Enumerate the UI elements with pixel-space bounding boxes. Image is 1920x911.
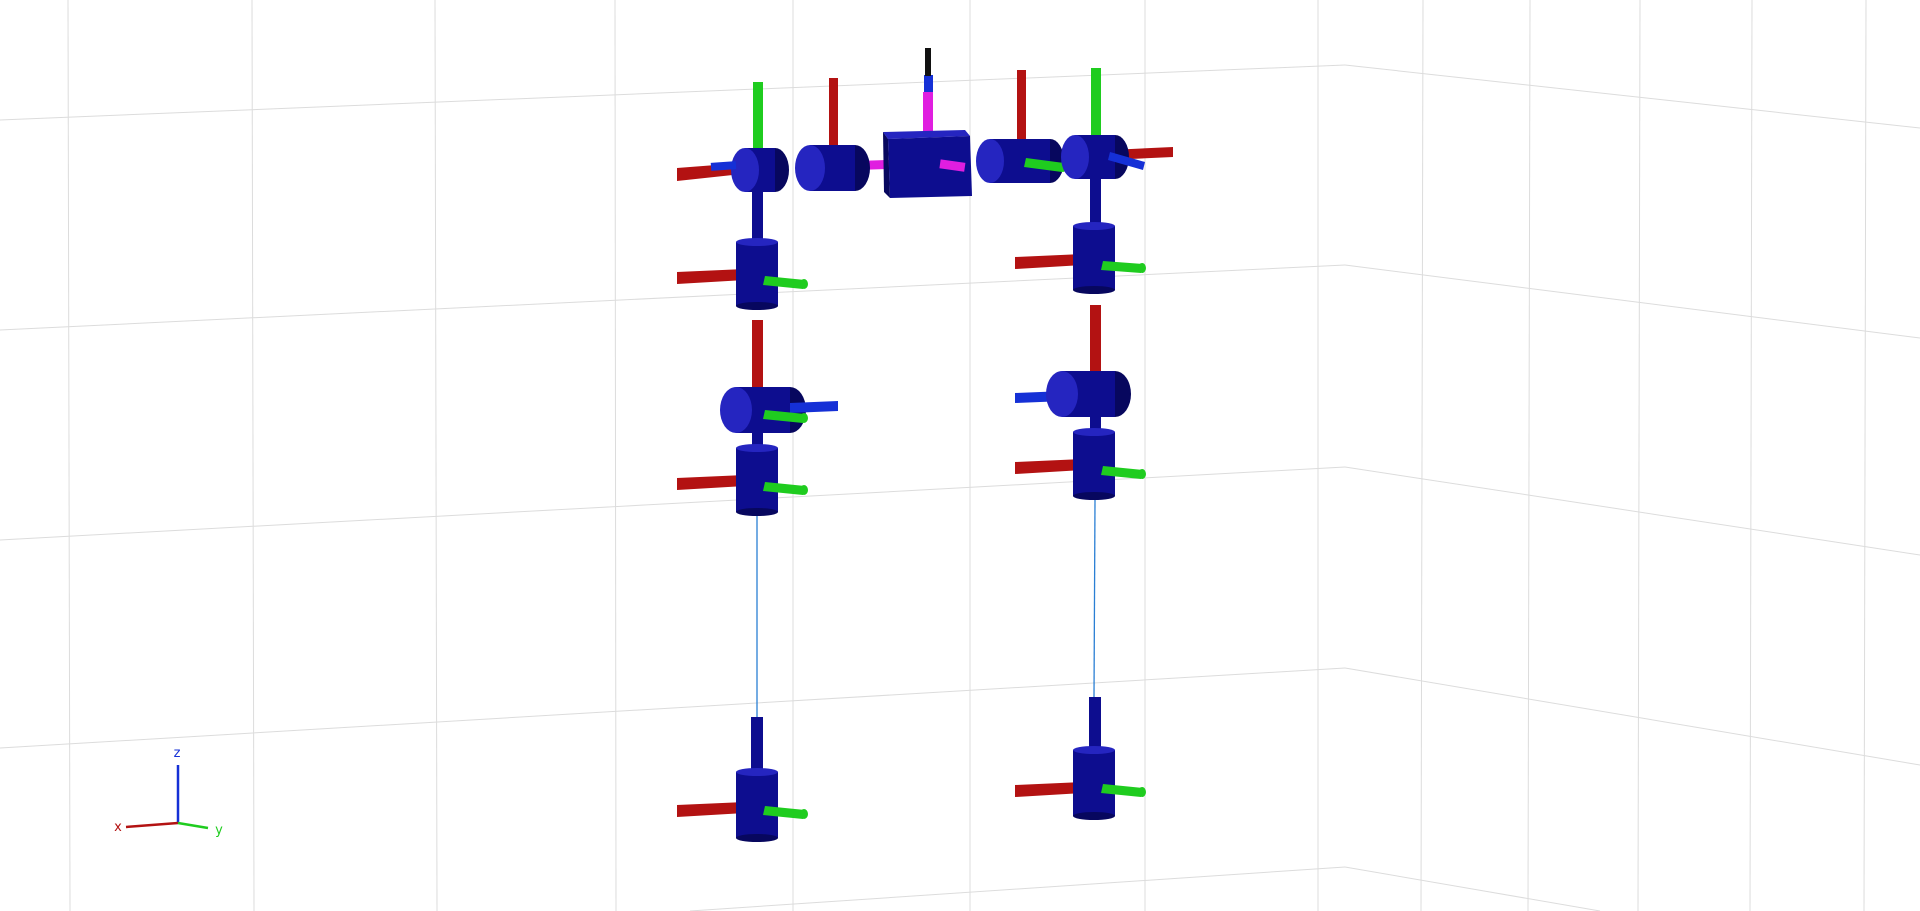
right-knee-x-axis [1015, 254, 1083, 269]
left-hip-y-axis [753, 82, 763, 160]
grid-line [614, 0, 617, 911]
right-knee-y-axis [1101, 261, 1143, 273]
grid-line [1749, 0, 1753, 911]
grid-line [0, 64, 1346, 121]
torso-sensor-tip [925, 48, 931, 76]
grid-line [1344, 64, 1920, 129]
grid-line [251, 0, 255, 911]
right-shoulder-x-axis [1017, 70, 1026, 148]
grid-line [1637, 0, 1641, 911]
right-shin-y-axis-tip [1138, 469, 1146, 479]
right-shoulder-joint[interactable] [976, 139, 1064, 183]
indicator-y-label: y [215, 823, 223, 838]
axes-orientation-indicator: z x y [114, 746, 223, 838]
left-foot-x-axis [677, 802, 745, 817]
left-foot-y-axis [763, 806, 805, 819]
left-thigh-z-axis [790, 401, 838, 413]
left-hip-joint[interactable] [731, 148, 789, 192]
torso-front-sensor [939, 159, 966, 172]
right-hip-link [1090, 165, 1101, 227]
grid-line [1863, 0, 1867, 911]
right-foot-joint[interactable] [1073, 746, 1115, 820]
left-hip-link [752, 175, 763, 245]
torso-block[interactable] [883, 130, 972, 198]
right-thigh-link [1090, 408, 1101, 433]
grid-line [1527, 0, 1531, 911]
right-shin-link [1093, 499, 1096, 698]
indicator-y-line [177, 821, 209, 830]
left-shin-y-axis-tip [800, 485, 808, 495]
indicator-x-label: x [114, 820, 122, 835]
left-ankle-link [751, 717, 763, 777]
grid-line [67, 0, 71, 911]
left-shin-x-axis [677, 475, 745, 490]
right-hip-y-axis [1091, 68, 1101, 148]
indicator-z-label: z [174, 746, 181, 761]
left-hip-z-axis [710, 161, 737, 171]
left-knee-x-axis [677, 269, 745, 284]
right-thigh-joint[interactable] [1046, 371, 1131, 417]
indicator-x-line [125, 821, 179, 829]
left-foot-joint[interactable] [736, 768, 778, 842]
grid-line [1344, 264, 1920, 339]
right-foot-y-axis-tip [1138, 787, 1146, 797]
grid-line [434, 0, 438, 911]
right-ankle-link [1089, 697, 1101, 757]
left-thigh-link [752, 425, 763, 450]
left-thigh-y-axis [763, 410, 805, 423]
grid-line [1344, 466, 1920, 556]
left-knee-joint[interactable] [736, 238, 778, 310]
robot-model[interactable] [677, 48, 1173, 842]
torso-sensor-mast [923, 92, 933, 134]
grid-line [689, 866, 1346, 911]
left-thigh-y-axis-tip [800, 413, 808, 423]
left-shin-y-axis [763, 482, 805, 495]
grid-line [0, 667, 1346, 749]
right-shin-x-axis [1015, 459, 1083, 474]
left-knee-y-axis [763, 276, 805, 289]
right-hip-z-axis [1108, 152, 1145, 170]
grid-line [1344, 866, 1601, 911]
right-foot-y-axis [1101, 784, 1143, 797]
right-knee-y-axis-tip [1138, 263, 1146, 273]
left-shoulder-joint[interactable] [795, 145, 870, 191]
grid-line [0, 264, 1346, 331]
right-shin-y-axis [1101, 466, 1143, 479]
right-foot-x-axis [1015, 782, 1083, 797]
left-shin-joint[interactable] [736, 444, 778, 516]
left-shoulder-x-axis [829, 78, 838, 150]
right-shoulder-y-axis [1024, 158, 1064, 172]
right-knee-joint[interactable] [1073, 222, 1115, 294]
left-foot-y-axis-tip [800, 809, 808, 819]
right-shin-joint[interactable] [1073, 428, 1115, 500]
right-thigh-x-axis [1090, 305, 1101, 382]
grid-line [1344, 667, 1920, 766]
grid-line [0, 466, 1346, 541]
grid-line [1420, 0, 1424, 911]
left-thigh-x-axis [752, 320, 763, 395]
left-knee-y-axis-tip [800, 279, 808, 289]
